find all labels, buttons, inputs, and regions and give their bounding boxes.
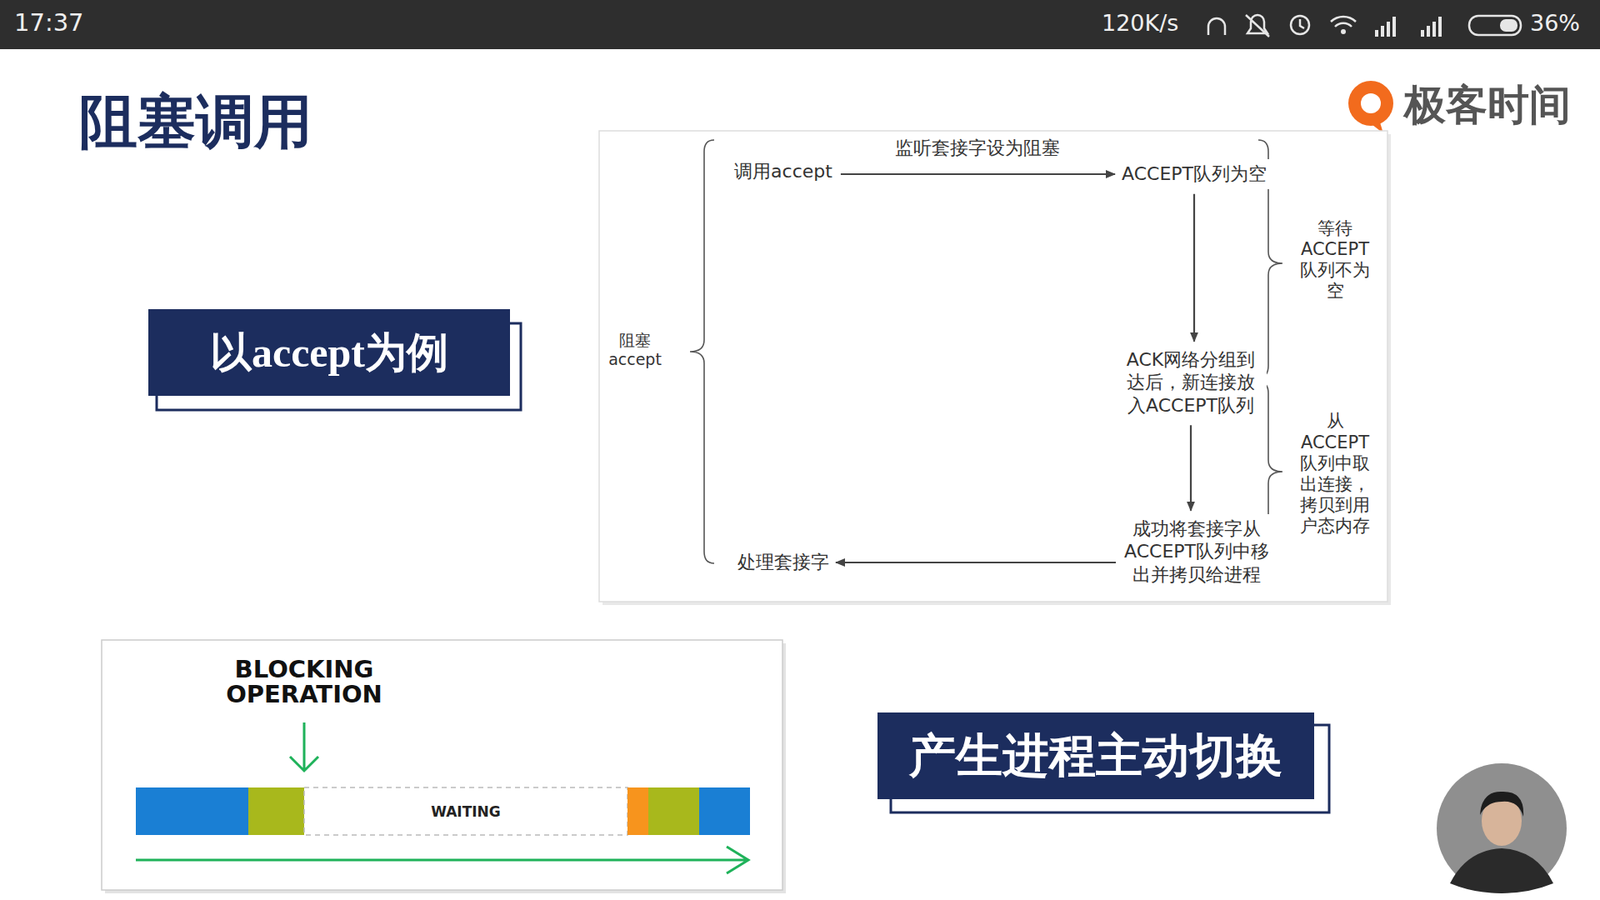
status-battery: 36% [1530,10,1580,37]
logo-icon-hole [1360,93,1381,114]
brace-label: 等待 ACCEPT 队列不为 空 [1294,218,1376,303]
avatar [1436,763,1567,894]
waiting-segment [304,787,628,835]
illustration-panel [101,640,783,890]
logo-icon-tail [1368,111,1384,134]
battery-icon [1469,15,1521,35]
left-brace [690,140,715,564]
bar-segment [627,787,649,835]
alarm-icon [1290,15,1310,35]
node-text: 产生进程主动切换 [909,726,1283,785]
status-time: 17:37 [14,8,85,38]
avatar-hair [1480,791,1524,817]
bar-segment [135,787,249,835]
edge-label: 监听套接字设为阻塞 [892,137,1063,160]
logo-text: 极客时间 [1404,80,1571,130]
illustration-heading: BLOCKING OPERATION [208,656,400,708]
summary-box: 产生进程主动切换 [877,712,1315,800]
node-text: 以accept为例 [210,326,449,380]
status-speed: 120K/s [1101,10,1179,37]
flow-step: 调用accept [730,156,836,187]
flow-arrow [840,173,1115,175]
brace-label: 从 ACCEPT 队列中取出连接，拷贝到用户态内存 [1294,410,1376,537]
node-text: 调用accept [734,160,833,184]
bar-segment [699,787,750,835]
down-arrow [290,722,319,771]
wifi-dot [1340,29,1346,35]
bar-segment [648,787,700,835]
wifi-icon [1330,16,1356,27]
slide-title: 阻塞调用 [79,86,313,157]
flow-step: ACCEPT队列为空 [1118,159,1270,190]
bar-segment [248,787,305,835]
braces [690,140,1283,564]
flowchart-panel [599,130,1388,602]
flow-arrow [1190,425,1192,511]
flow-arrow [835,561,1116,564]
flow-step: 成功将套接字从ACCEPT队列中移出并拷贝给进程 [1120,514,1273,590]
flow-arrow [1193,194,1195,342]
example-box: 以accept为例 [148,309,510,396]
node-text: ACCEPT队列为空 [1121,162,1267,186]
mute-icon [1245,15,1270,37]
node-text: 处理套接字 [737,550,830,575]
node-text: 成功将套接字从ACCEPT队列中移出并拷贝给进程 [1124,517,1270,587]
node-text: ACK网络分组到达后，新连接放入ACCEPT队列 [1118,348,1264,418]
brace-label: 阻塞 accept [607,330,663,370]
status-icons [1208,15,1521,37]
alarm-hands [1300,19,1305,29]
status-bar [0,0,1600,50]
timeline-arrow [135,846,749,874]
signal-bars [1375,16,1442,37]
offset-frame [890,725,1330,813]
flow-step: ACK网络分组到达后，新连接放入ACCEPT队列 [1115,345,1267,421]
flow-step: 处理套接字 [734,547,833,578]
headphone-icon [1208,18,1225,35]
battery-level [1500,19,1518,32]
avatar-body [1450,848,1554,894]
waiting-label: WAITING [430,803,501,820]
